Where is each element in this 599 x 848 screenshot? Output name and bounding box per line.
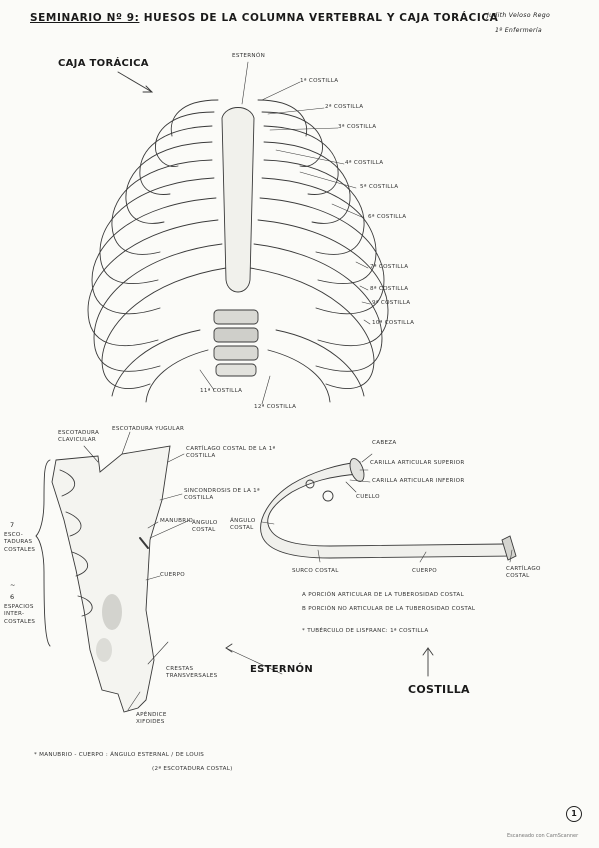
- legend-text-b: PORCIÓN NO ARTICULAR DE LA TUBEROSIDAD C…: [308, 606, 476, 612]
- rib-legend-b: b PORCIÓN NO ARTICULAR DE LA TUBEROSIDAD…: [302, 606, 475, 612]
- label-clavicular-notch: ESCOTADURA CLAVICULAR: [58, 430, 100, 444]
- legend-marker-a: a: [302, 592, 307, 598]
- seminar-number: Seminario Nº 9:: [30, 12, 140, 24]
- rib-outline: [260, 461, 515, 559]
- label-rib-1: 1ª COSTILLA: [300, 78, 339, 84]
- label-rib-neck: CUELLO: [356, 494, 380, 500]
- notches-text: ESCO-TADURAS COSTALES: [4, 532, 36, 553]
- legend-marker-b: b: [302, 606, 307, 612]
- label-xiphoid: APÉNDICE XIFOIDES: [136, 712, 167, 726]
- rib-caption: COSTILLA: [408, 683, 470, 696]
- label-rib1-synchondrosis: SINCONDROSIS DE LA 1ª COSTILLA: [184, 488, 260, 502]
- label-rib-10: 10ª COSTILLA: [372, 320, 415, 326]
- label-rib-body: CUERPO: [412, 568, 437, 574]
- sternum-outline: [51, 445, 171, 713]
- label-rib-3: 3ª COSTILLA: [338, 124, 377, 130]
- author-course: 1º Enfermería: [495, 27, 542, 34]
- notches-count: 7: [10, 521, 15, 529]
- footnote-line-2: (2ª ESCOTADURA COSTAL): [152, 766, 233, 772]
- rib-legend-a: a PORCIÓN ARTICULAR DE LA TUBEROSIDAD CO…: [302, 592, 464, 598]
- label-sternum-top: ESTERNÓN: [232, 53, 266, 59]
- label-rib-4: 4ª COSTILLA: [345, 160, 384, 166]
- rib-legend-star: * TUBÉRCULO DE LISFRANC: 1ª COSTILLA: [302, 628, 428, 634]
- page-title: Seminario Nº 9: Huesos de la columna ver…: [30, 12, 498, 24]
- label-costal-cartilage: CARTÍLAGO COSTAL DE LA 1ª COSTILLA: [186, 446, 276, 460]
- label-rib-6: 6ª COSTILLA: [368, 214, 407, 220]
- label-rib-7: 7ª COSTILLA: [370, 264, 409, 270]
- legend-text-a: PORCIÓN ARTICULAR DE LA TUBEROSIDAD COST…: [308, 592, 464, 598]
- label-transverse-ridges: CRESTAS TRANSVERSALES: [166, 666, 218, 680]
- footnote-line-1: * MANUBRIO - CUERPO : ÁNGULO ESTERNAL / …: [34, 752, 205, 758]
- label-jugular-notch: ESCOTADURA YUGULAR: [112, 426, 185, 432]
- notch-brace: [35, 459, 51, 647]
- label-rib-cartilage: CARTÍLAGO COSTAL: [506, 566, 541, 580]
- label-lower-facet: CARILLA ARTICULAR INFERIOR: [372, 478, 465, 484]
- spaces-count: 6: [10, 593, 15, 601]
- label-rib-5: 5ª COSTILLA: [360, 184, 399, 190]
- label-rib-2: 2ª COSTILLA: [325, 104, 364, 110]
- label-rib-12: 12ª COSTILLA: [254, 404, 297, 410]
- label-rib-angle: ÁNGULO COSTAL: [230, 518, 256, 532]
- legend-marker-star: *: [302, 628, 306, 634]
- label-costal-groove: SURCO COSTAL: [292, 568, 339, 574]
- label-rib-11: 11ª COSTILLA: [200, 388, 243, 394]
- label-upper-facet: CARILLA ARTICULAR SUPERIOR: [370, 460, 465, 466]
- page-number: 1: [566, 806, 582, 822]
- rib-cage-ribs: [87, 99, 389, 403]
- caja-caption-arrow: [117, 71, 153, 93]
- label-sternum-body: CUERPO: [160, 572, 185, 578]
- label-manubrium: MANUBRIO: [160, 518, 194, 524]
- legend-text-star: TUBÉRCULO DE LISFRANC: 1ª COSTILLA: [307, 628, 429, 634]
- spaces-text: ESPACIOS INTER-COSTALES: [4, 604, 36, 625]
- label-rib-9: 9ª COSTILLA: [372, 300, 411, 306]
- label-rib-8: 8ª COSTILLA: [370, 286, 409, 292]
- thorax-caption: CAJA TORÁCICA: [58, 58, 149, 69]
- sternum-caption: ESTERNÓN: [250, 664, 314, 675]
- scanner-watermark: Escaneado con CamScanner: [507, 833, 579, 839]
- label-sternal-angle: ÁNGULO COSTAL: [192, 520, 218, 534]
- label-rib-head: CABEZA: [372, 440, 397, 446]
- author-name: Judith Veloso Rego: [487, 12, 551, 19]
- tilde-symbol: ~: [10, 581, 16, 589]
- cage-spine: [213, 309, 259, 377]
- seminar-topic: Huesos de la columna vertebral y caja to…: [143, 12, 499, 24]
- cage-sternum: [221, 107, 255, 293]
